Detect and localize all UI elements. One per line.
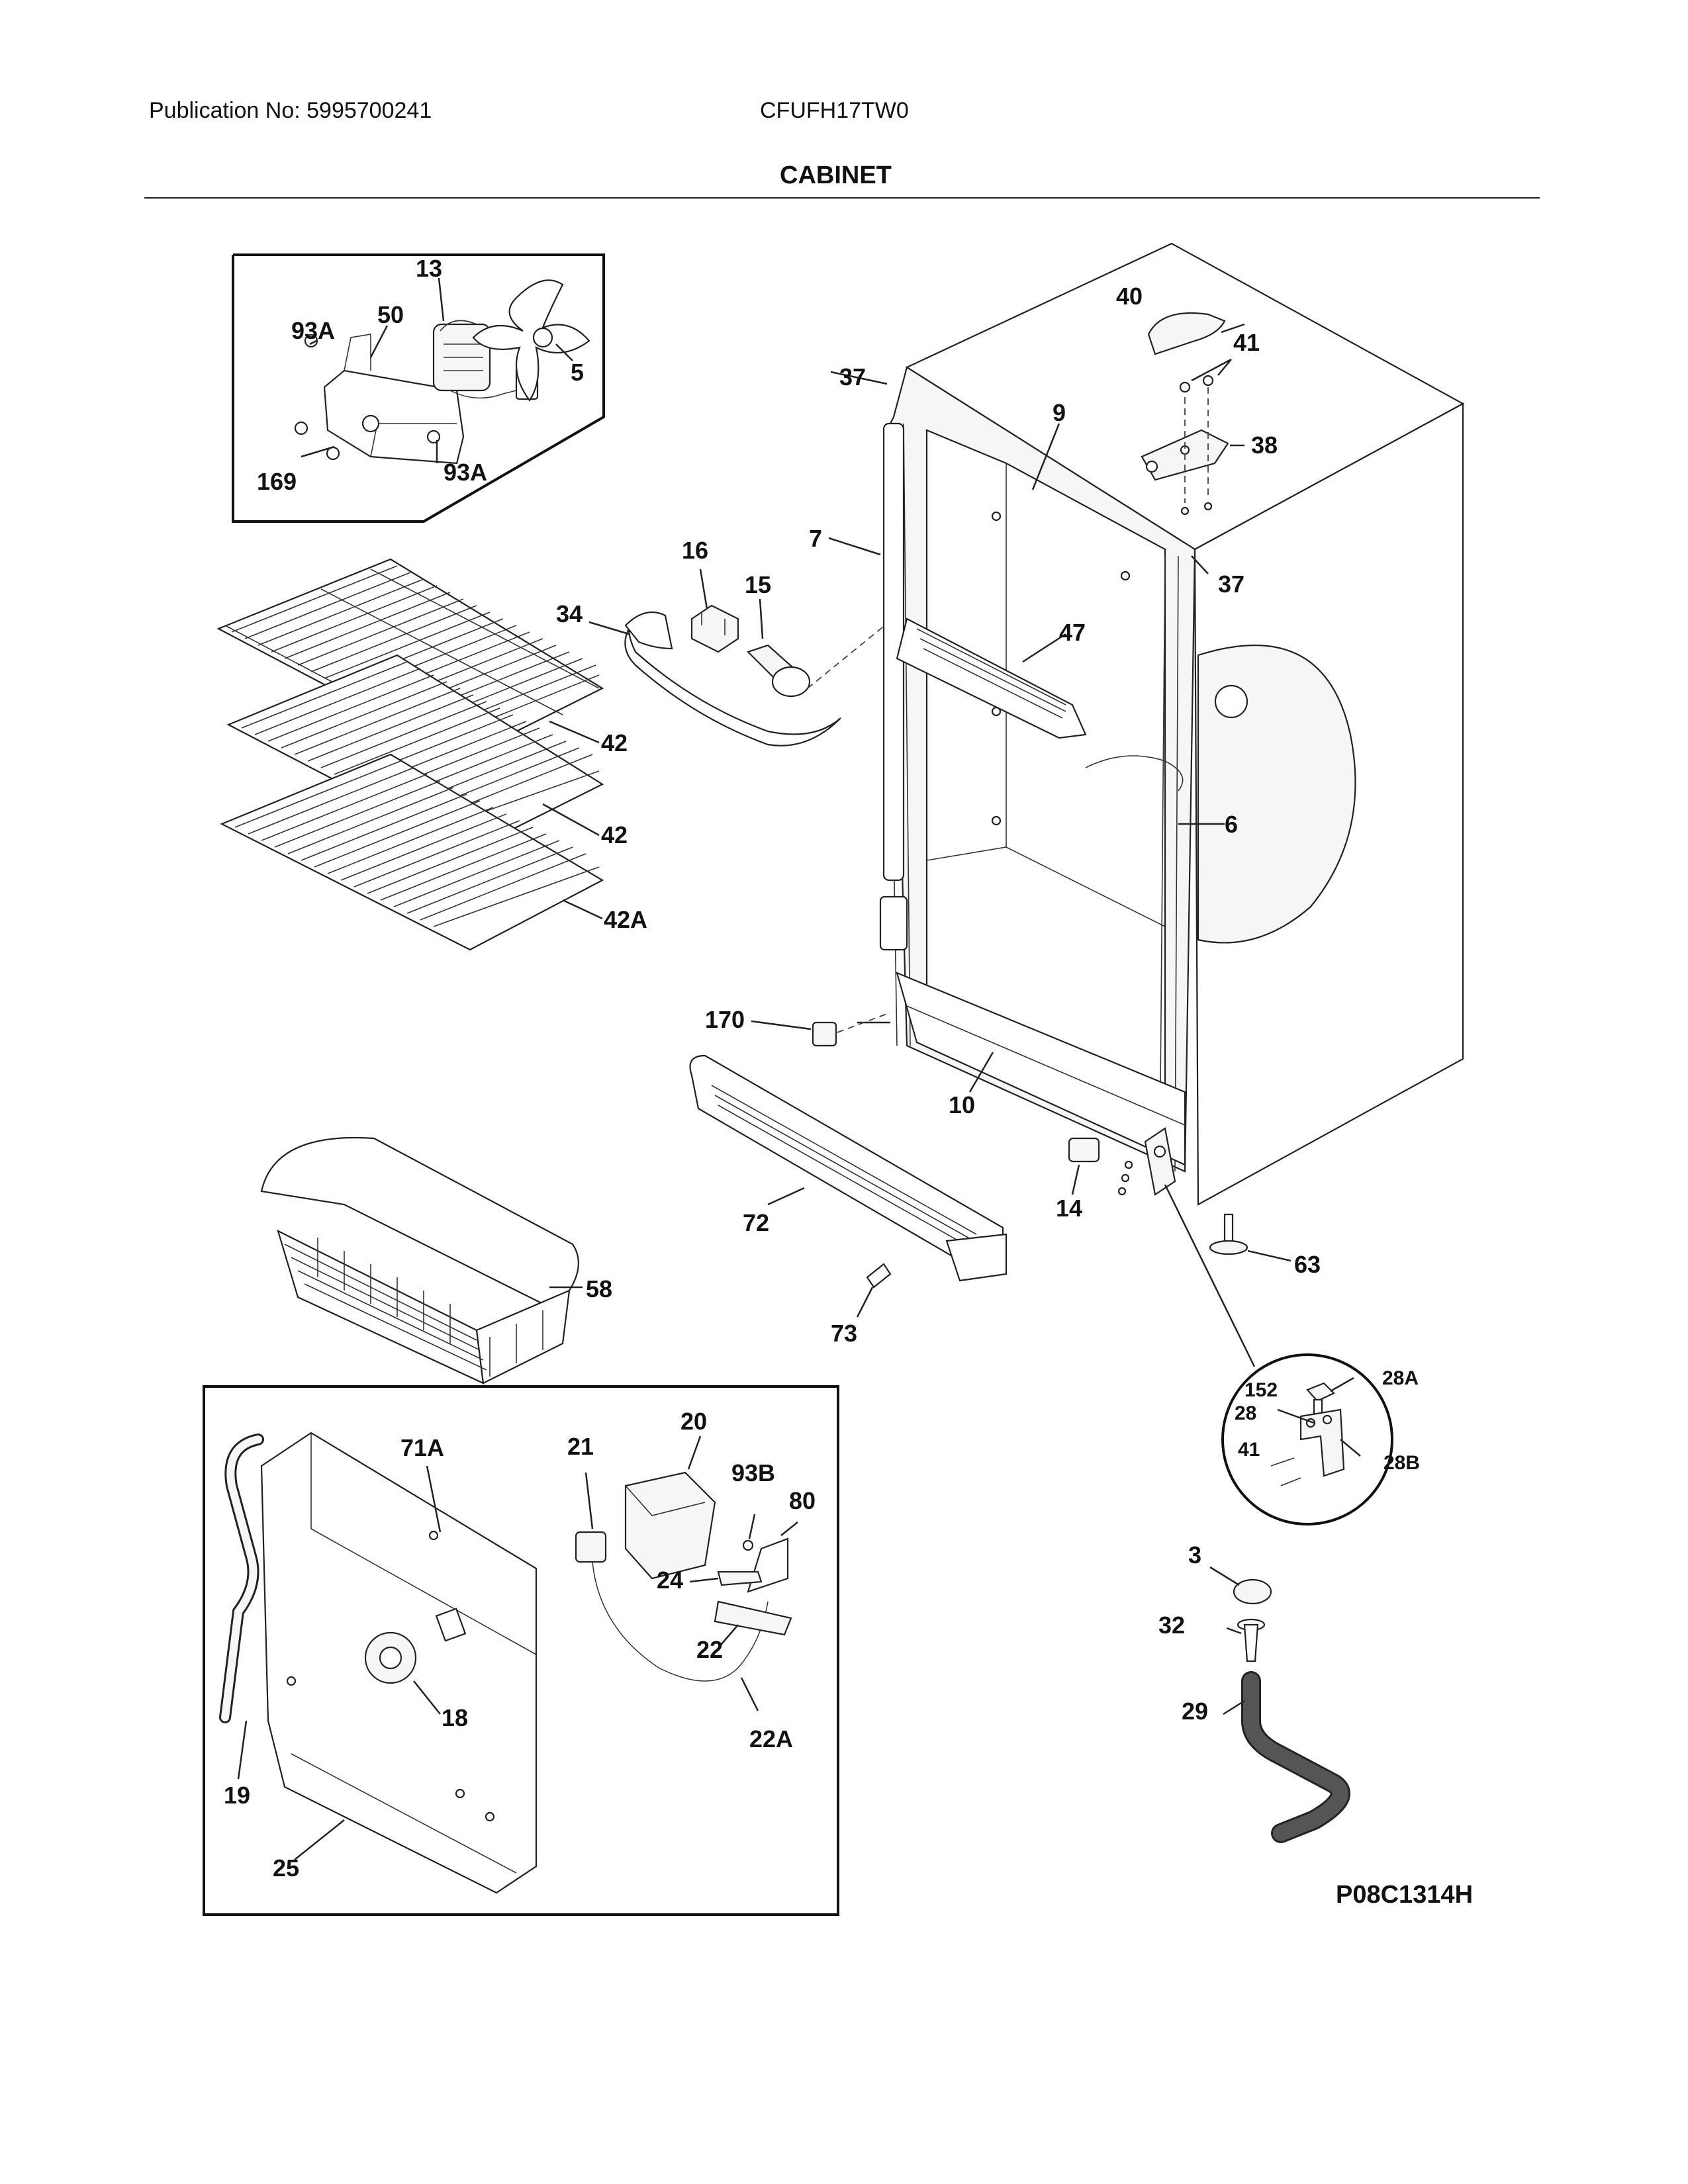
callout-13: 13 bbox=[416, 255, 442, 282]
light-bulb bbox=[746, 644, 811, 698]
defrost-cover-20 bbox=[624, 1471, 716, 1580]
drain-tube-32 bbox=[1237, 1618, 1266, 1662]
header-divider bbox=[144, 197, 1540, 199]
callout-47: 47 bbox=[1059, 619, 1086, 646]
callout-14: 14 bbox=[1056, 1195, 1082, 1222]
model-number: CFUFH17TW0 bbox=[760, 98, 909, 123]
callout-38: 38 bbox=[1251, 432, 1278, 459]
callout-93b: 93B bbox=[731, 1459, 775, 1486]
callout-34: 34 bbox=[556, 600, 583, 627]
callout-42-1: 42 bbox=[601, 729, 628, 756]
callout-6: 6 bbox=[1225, 811, 1238, 838]
callout-42a: 42A bbox=[604, 906, 647, 933]
callout-21: 21 bbox=[567, 1433, 594, 1460]
basket-58 bbox=[260, 1137, 579, 1385]
callout-93a-2: 93A bbox=[444, 459, 487, 486]
publication-number: Publication No: 5995700241 bbox=[149, 98, 432, 123]
callout-18: 18 bbox=[442, 1704, 468, 1731]
callout-28: 28 bbox=[1235, 1402, 1256, 1424]
callout-19: 19 bbox=[224, 1782, 250, 1809]
callout-50: 50 bbox=[377, 301, 404, 328]
callout-37-right: 37 bbox=[1218, 570, 1244, 598]
door-rack-47 bbox=[896, 617, 1087, 739]
evaporator-cover-25 bbox=[260, 1432, 538, 1894]
fan-motor-inset bbox=[232, 253, 605, 523]
callout-80: 80 bbox=[789, 1487, 816, 1514]
callout-169: 169 bbox=[257, 468, 297, 495]
screw-73-icon bbox=[866, 1263, 892, 1289]
drain-plug-3 bbox=[1233, 1578, 1272, 1605]
light-socket bbox=[690, 604, 739, 653]
insulation-strip-19 bbox=[219, 1433, 264, 1723]
callout-73: 73 bbox=[831, 1320, 857, 1347]
callout-58: 58 bbox=[586, 1275, 612, 1302]
callout-63: 63 bbox=[1294, 1251, 1321, 1278]
switch-14-icon bbox=[1068, 1137, 1100, 1163]
callout-3: 3 bbox=[1188, 1541, 1201, 1569]
wire-shelf-bottom bbox=[220, 753, 604, 951]
evaporator-cover-inset bbox=[203, 1385, 839, 1916]
clip-170-icon bbox=[812, 1021, 837, 1047]
callout-22: 22 bbox=[696, 1636, 723, 1663]
drain-hose-29 bbox=[1241, 1671, 1350, 1843]
hinge-bottom bbox=[1144, 1127, 1176, 1196]
callout-41-top: 41 bbox=[1233, 329, 1260, 356]
cabinet-body bbox=[879, 242, 1465, 1206]
clip-24 bbox=[717, 1570, 763, 1586]
leveling-leg-63 bbox=[1209, 1213, 1248, 1255]
screw-93a-icon bbox=[304, 334, 318, 348]
callout-170: 170 bbox=[705, 1006, 745, 1033]
callout-32: 32 bbox=[1158, 1612, 1185, 1639]
defrost-timer-21 bbox=[575, 1531, 769, 1682]
callout-28b: 28B bbox=[1383, 1452, 1420, 1474]
hinge-detail-circle bbox=[1221, 1353, 1393, 1525]
heater-22 bbox=[714, 1600, 792, 1636]
screw-41-icon bbox=[1179, 381, 1191, 393]
light-shield bbox=[624, 611, 841, 747]
callout-40: 40 bbox=[1116, 283, 1143, 310]
callout-71a: 71A bbox=[400, 1434, 444, 1461]
callout-20: 20 bbox=[680, 1408, 707, 1435]
callout-25: 25 bbox=[273, 1854, 299, 1882]
callout-9: 9 bbox=[1053, 399, 1066, 426]
callout-16: 16 bbox=[682, 537, 708, 564]
callout-7: 7 bbox=[809, 525, 822, 552]
cabinet-bracket-40 bbox=[1147, 312, 1226, 355]
callout-22a: 22A bbox=[749, 1725, 793, 1752]
callout-152: 152 bbox=[1244, 1379, 1278, 1401]
page-title: CABINET bbox=[780, 161, 892, 189]
callout-42-2: 42 bbox=[601, 821, 628, 848]
callout-41-hinge: 41 bbox=[1238, 1439, 1260, 1461]
callout-28a: 28A bbox=[1382, 1367, 1419, 1389]
callout-29: 29 bbox=[1182, 1698, 1208, 1725]
callout-93a: 93A bbox=[291, 317, 335, 344]
kickplate-72 bbox=[689, 1054, 1008, 1282]
diagram-code: P08C1314H bbox=[1336, 1881, 1473, 1909]
callout-24: 24 bbox=[657, 1567, 683, 1594]
callout-15: 15 bbox=[745, 571, 771, 598]
callout-37-top: 37 bbox=[839, 363, 866, 390]
callout-5: 5 bbox=[571, 359, 584, 386]
callout-72: 72 bbox=[743, 1209, 769, 1236]
callout-10: 10 bbox=[949, 1091, 975, 1118]
